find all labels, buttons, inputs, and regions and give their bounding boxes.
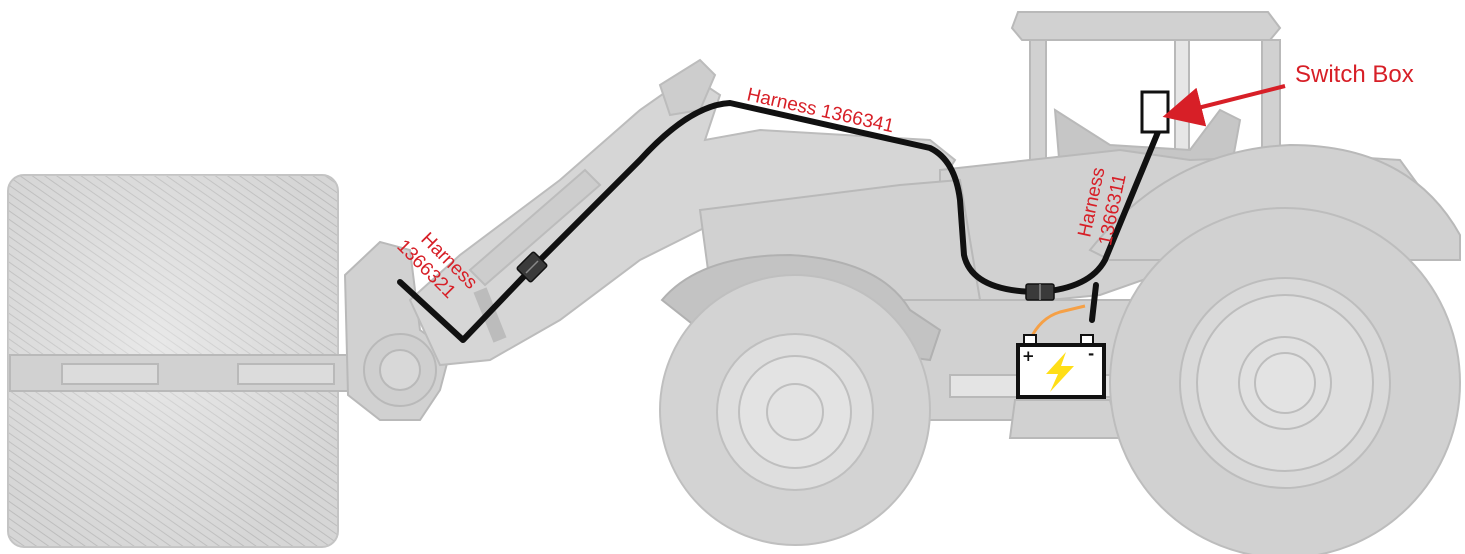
switch-box [1142, 92, 1168, 132]
switch-box-callout: Switch Box [1182, 61, 1414, 112]
battery-icon: + - [1018, 335, 1104, 397]
battery-minus-label: - [1088, 345, 1094, 363]
front-wheel [660, 255, 940, 545]
rear-wheel [1110, 208, 1460, 554]
harness-connector-icon [1026, 284, 1054, 300]
switch-box-label: Switch Box [1295, 61, 1414, 88]
battery-plus-label: + [1022, 347, 1035, 365]
